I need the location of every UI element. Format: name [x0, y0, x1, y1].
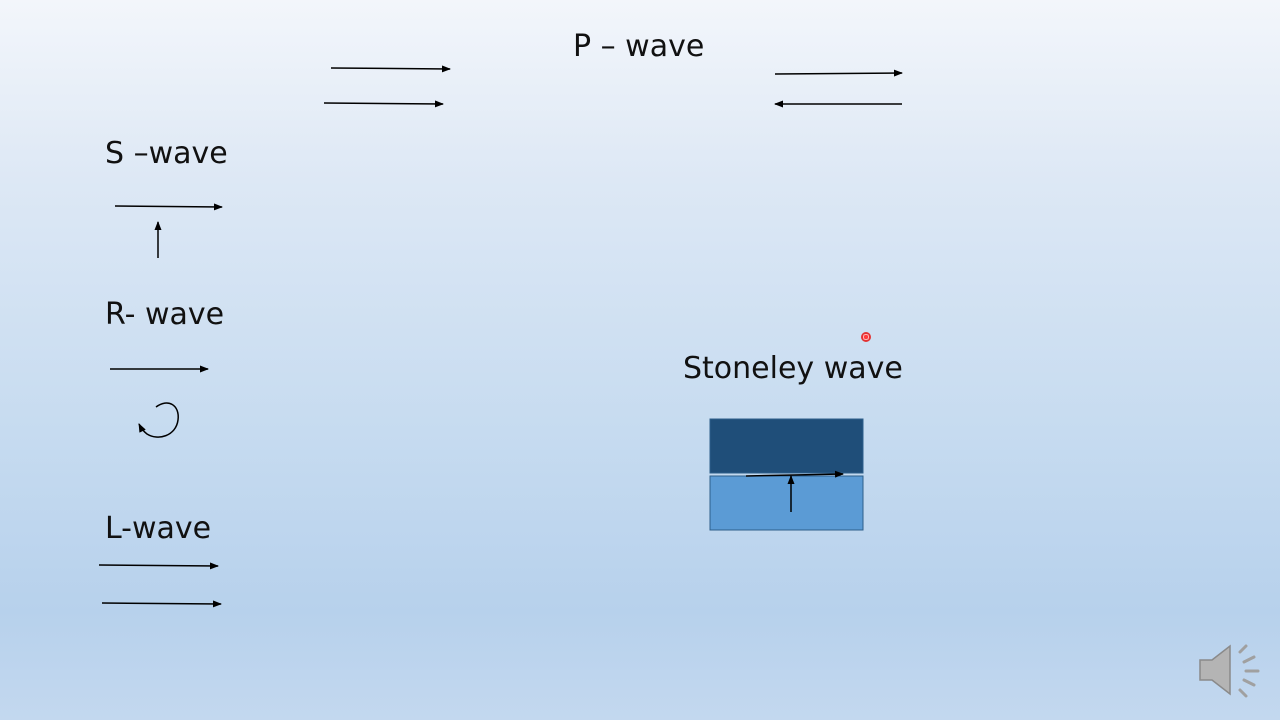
l-wave-arrow-2 [101, 600, 222, 608]
s-wave-label: S –wave [105, 136, 228, 171]
stoneley-wave-interface [709, 418, 864, 531]
p-wave-arrow-1 [330, 65, 451, 73]
r-wave-elliptical-motion [138, 402, 179, 438]
s-wave-arrows [114, 203, 223, 258]
p-wave-arrow-2 [323, 100, 444, 108]
r-wave-arrows [110, 365, 209, 438]
l-wave-arrows [98, 562, 222, 608]
l-wave-arrow-1 [98, 562, 219, 570]
stoneley-arrow-horizontal [745, 470, 844, 478]
upper-medium-layer [709, 418, 864, 474]
s-wave-arrow-horizontal [114, 203, 223, 211]
p-wave-arrows [323, 65, 903, 108]
p-wave-arrow-3 [774, 69, 903, 77]
speaker-icon[interactable] [1196, 638, 1266, 702]
lower-medium-layer [709, 475, 864, 531]
laser-pointer-icon [861, 332, 871, 342]
stoneley-wave-label: Stoneley wave [683, 351, 903, 386]
l-wave-label: L-wave [105, 511, 212, 546]
r-wave-label: R- wave [105, 297, 225, 332]
p-wave-label: P – wave [573, 29, 705, 64]
